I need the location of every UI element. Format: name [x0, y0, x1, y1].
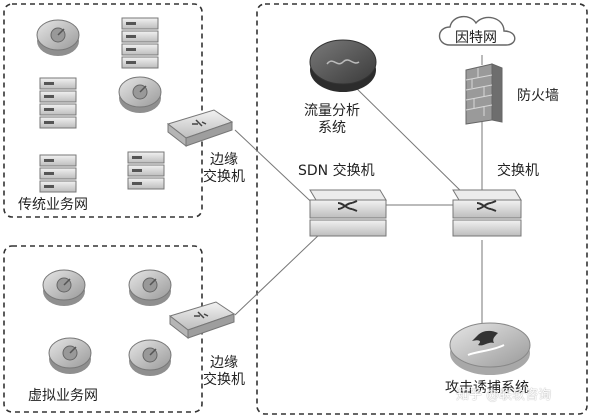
sdn-switch-icon [309, 189, 387, 237]
sdn-switch-label: SDN 交换机 [298, 163, 375, 179]
firewall-icon [465, 63, 503, 125]
edge-switch-bottom-icon [168, 301, 236, 340]
internet-label: 因特网 [455, 30, 497, 46]
virtual-network-box [3, 245, 203, 413]
edge-switch-top-label: 边缘 交换机 [197, 152, 251, 186]
traffic-analysis-icon [309, 39, 377, 92]
disk-server-icon [48, 337, 92, 374]
traffic-analysis-line1: 流量分析 [304, 103, 360, 119]
traditional-network-box [3, 3, 203, 218]
edge-switch-bottom-label: 边缘 交换机 [197, 355, 251, 389]
rack-server-icon [39, 154, 77, 193]
edge-switch-bottom-line1: 边缘 [210, 355, 238, 371]
traditional-network-label: 传统业务网 [18, 197, 88, 213]
connection-lines [234, 55, 483, 325]
edge-switch-top-line2: 交换机 [203, 169, 245, 185]
firewall-label: 防火墙 [517, 88, 559, 104]
core-network-box [256, 3, 588, 415]
disk-server-icon [42, 269, 86, 306]
rack-server-icon [127, 151, 165, 190]
disk-server-icon [36, 19, 80, 56]
disk-server-icon [128, 269, 172, 306]
attack-trap-icon [449, 322, 531, 375]
rack-server-icon [121, 17, 159, 69]
edge-switch-top-icon [166, 109, 234, 148]
disk-server-icon [118, 76, 162, 113]
switch-icon [452, 189, 522, 237]
traffic-analysis-label: 流量分析 系统 [296, 103, 368, 137]
attack-trap-label: 攻击诱捕系统 [445, 380, 529, 396]
traffic-analysis-line2: 系统 [318, 120, 346, 136]
watermark: 知乎 @联软咨询 [456, 388, 552, 403]
cloud-icon [438, 16, 516, 46]
virtual-network-label: 虚拟业务网 [28, 388, 98, 404]
disk-server-icon [128, 339, 172, 376]
switch-label: 交换机 [497, 163, 539, 179]
rack-server-icon [39, 77, 77, 129]
edge-switch-top-line1: 边缘 [210, 152, 238, 168]
edge-switch-bottom-line2: 交换机 [203, 372, 245, 388]
